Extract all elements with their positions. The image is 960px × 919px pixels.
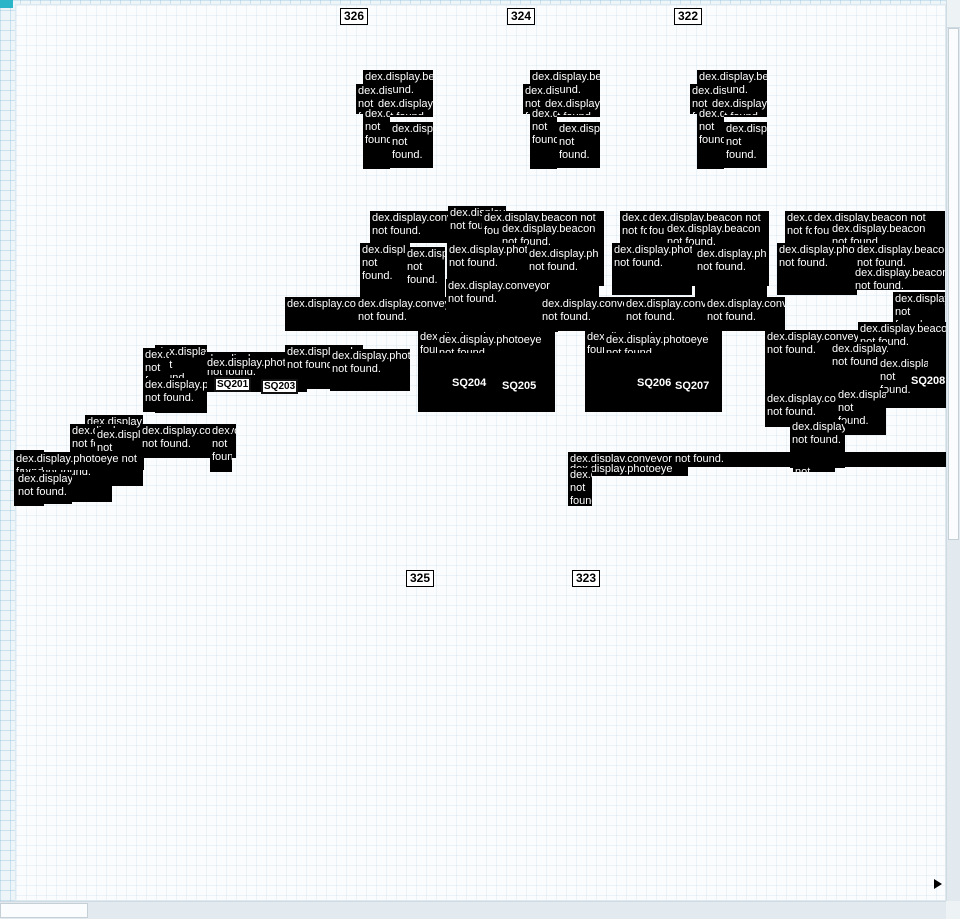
sensor-label: SQ205 (502, 380, 537, 392)
broken-widget-placeholder[interactable]: dex.display.beacon not found. (853, 266, 945, 290)
selection-corner-handle[interactable] (0, 0, 13, 8)
station-number-label: 322 (674, 8, 703, 25)
sensor-label: SQ204 (452, 377, 487, 389)
right-arrow-icon (934, 879, 942, 889)
broken-widget-placeholder[interactable]: dex.display.photoeye not found. (612, 243, 692, 295)
broken-widget-placeholder[interactable]: dex.display.beacon not found. (724, 122, 767, 168)
scroll-up-button[interactable] (947, 0, 960, 28)
broken-widget-placeholder[interactable]: dex.display.photoeye not found. (205, 356, 305, 370)
station-number-label: 324 (507, 8, 536, 25)
station-number-label: 323 (572, 570, 601, 587)
vertical-scrollbar[interactable] (946, 0, 960, 901)
horizontal-scroll-thumb[interactable] (0, 903, 88, 918)
broken-widget-placeholder[interactable]: dex.display.beacon not found. (557, 122, 600, 168)
sensor-label: SQ201 (214, 377, 252, 392)
broken-widget-placeholder[interactable]: dex.display.photoeye not found. (777, 243, 857, 295)
broken-widget-placeholder[interactable]: dex.display.beacon not found. (543, 97, 600, 115)
broken-widget-placeholder[interactable]: dex.display.photoeye not found. (437, 333, 555, 353)
broken-widget-placeholder[interactable]: dex.display.conveyor not found. (356, 297, 460, 331)
broken-widget-placeholder[interactable]: dex.display.beacon not found. (530, 107, 557, 169)
broken-widget-placeholder[interactable]: dex.display.photoeye not found. (360, 243, 410, 298)
broken-widget-placeholder[interactable]: dex.display.beacon not found. (710, 97, 767, 115)
scrollbar-corner (946, 901, 960, 919)
station-number-label: 326 (340, 8, 369, 25)
broken-widget-placeholder[interactable]: dex.display.photoeye not found. (695, 247, 767, 297)
broken-widget-placeholder[interactable]: dex.display.photoeye not found. (527, 247, 599, 297)
broken-widget-placeholder[interactable]: dex.display.photoeye not found. (16, 472, 72, 504)
sensor-label: SQ207 (675, 380, 710, 392)
vertical-scroll-thumb[interactable] (948, 28, 959, 540)
broken-widget-placeholder[interactable]: dex.display.photoeye not found. (405, 247, 445, 297)
broken-widget-placeholder[interactable]: dex.display.beacon not found. (376, 97, 433, 115)
broken-widget-placeholder[interactable]: dex.display.photoeye not found. (14, 452, 144, 470)
sensor-label: SQ206 (637, 377, 672, 389)
broken-widget-placeholder[interactable]: dex.display.photoeye not found. (210, 424, 232, 472)
sensor-label: SQ208 (911, 375, 946, 387)
broken-widget-placeholder[interactable]: dex.display.photoeye not found. (604, 333, 722, 353)
broken-widget-placeholder[interactable]: dex.display.beacon not found. (390, 122, 433, 168)
broken-widget-placeholder[interactable]: dex.display.conveyor not found. (446, 279, 558, 332)
station-number-label: 325 (406, 570, 435, 587)
broken-widget-placeholder[interactable]: dex.display.photoeye not found. (143, 378, 207, 412)
broken-widget-placeholder[interactable]: dex.display.photoeye not found. (330, 349, 410, 391)
broken-widget-placeholder[interactable]: dex.display.photoeye not found. (568, 468, 592, 506)
broken-widget-placeholder[interactable]: dex.display.conveyor not found. (705, 297, 785, 331)
broken-widget-placeholder[interactable]: dex.display.beacon not found. (363, 107, 390, 169)
sensor-label: SQ203 (261, 379, 299, 394)
horizontal-scrollbar[interactable] (0, 901, 946, 919)
broken-widget-placeholder[interactable]: dex.display.photoeye not found. (878, 357, 928, 399)
broken-widget-placeholder[interactable]: dex.display.conveyor not found. (370, 211, 462, 243)
broken-widget-placeholder[interactable]: dex.display.photoeye not found. (568, 462, 688, 476)
broken-widget-placeholder[interactable]: dex.display.beacon not found. (697, 107, 724, 169)
